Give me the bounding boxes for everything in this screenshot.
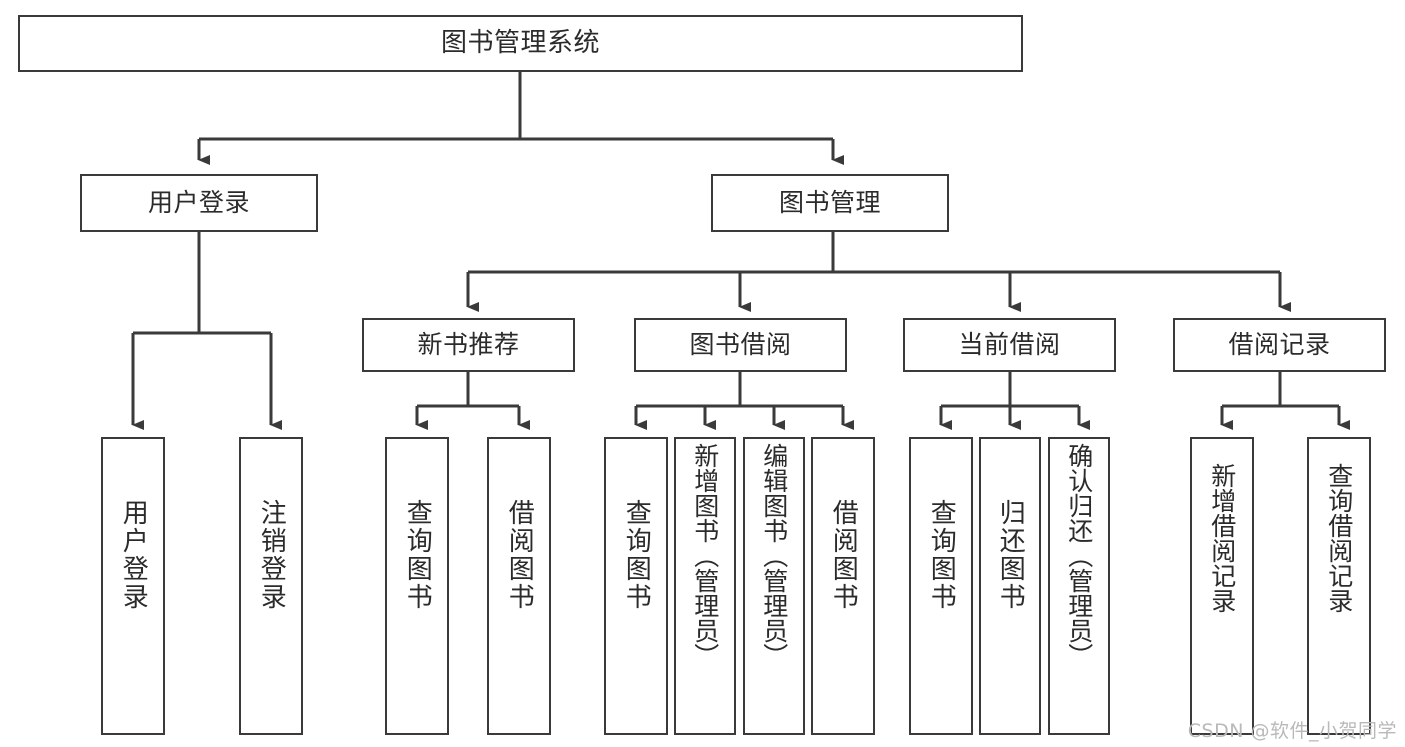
node-label: 归还图书 bbox=[995, 499, 1026, 611]
node-label: 图书管理系统 bbox=[440, 27, 600, 58]
leaf-logout-login[interactable]: 注销登录 bbox=[239, 437, 303, 735]
leaf-add-book-admin[interactable]: 新增图书（管理员） bbox=[674, 437, 736, 735]
node-label: 新增图书（管理员） bbox=[690, 443, 720, 668]
node-label: 查询图书 bbox=[402, 499, 433, 611]
leaf-borrow-book-recommendation[interactable]: 借阅图书 bbox=[487, 437, 551, 735]
node-label: 编辑图书（管理员） bbox=[759, 443, 789, 668]
node-label: 查询图书 bbox=[621, 499, 652, 611]
leaf-query-book-borrowing[interactable]: 查询图书 bbox=[604, 437, 668, 735]
node-label: 新书推荐 bbox=[417, 329, 520, 359]
node-label: 图书管理 bbox=[778, 187, 881, 217]
node-label: 注销登录 bbox=[256, 499, 287, 611]
node-new-book-recommendation[interactable]: 新书推荐 bbox=[362, 318, 575, 372]
leaf-borrow-book-borrowing[interactable]: 借阅图书 bbox=[811, 437, 875, 735]
node-label: 新增借阅记录 bbox=[1207, 463, 1237, 613]
node-label: 查询借阅记录 bbox=[1324, 463, 1354, 613]
node-label: 图书借阅 bbox=[689, 329, 792, 359]
watermark-text: CSDN @软件_小贺同学 bbox=[1187, 720, 1397, 742]
node-label: 借阅记录 bbox=[1228, 329, 1331, 359]
node-label: 查询图书 bbox=[926, 499, 957, 611]
node-label: 用户登录 bbox=[147, 187, 250, 217]
node-label: 借阅图书 bbox=[828, 499, 859, 611]
node-root-book-management-system[interactable]: 图书管理系统 bbox=[18, 15, 1023, 72]
node-user-login[interactable]: 用户登录 bbox=[80, 174, 318, 232]
leaf-edit-book-admin[interactable]: 编辑图书（管理员） bbox=[743, 437, 805, 735]
leaf-query-borrowing-record[interactable]: 查询借阅记录 bbox=[1307, 437, 1371, 735]
node-book-management[interactable]: 图书管理 bbox=[711, 174, 949, 232]
node-current-borrowing[interactable]: 当前借阅 bbox=[903, 318, 1116, 372]
node-book-borrowing[interactable]: 图书借阅 bbox=[634, 318, 847, 372]
leaf-user-login[interactable]: 用户登录 bbox=[101, 437, 165, 735]
node-label: 借阅图书 bbox=[504, 499, 535, 611]
leaf-add-borrowing-record[interactable]: 新增借阅记录 bbox=[1190, 437, 1254, 735]
node-label: 当前借阅 bbox=[958, 329, 1061, 359]
leaf-confirm-return-admin[interactable]: 确认归还（管理员） bbox=[1048, 437, 1110, 735]
leaf-return-book[interactable]: 归还图书 bbox=[979, 437, 1041, 735]
node-label: 用户登录 bbox=[118, 499, 149, 611]
leaf-query-book-recommendation[interactable]: 查询图书 bbox=[385, 437, 449, 735]
leaf-query-book-current[interactable]: 查询图书 bbox=[909, 437, 973, 735]
node-borrowing-record[interactable]: 借阅记录 bbox=[1173, 318, 1386, 372]
node-label: 确认归还（管理员） bbox=[1064, 443, 1094, 668]
